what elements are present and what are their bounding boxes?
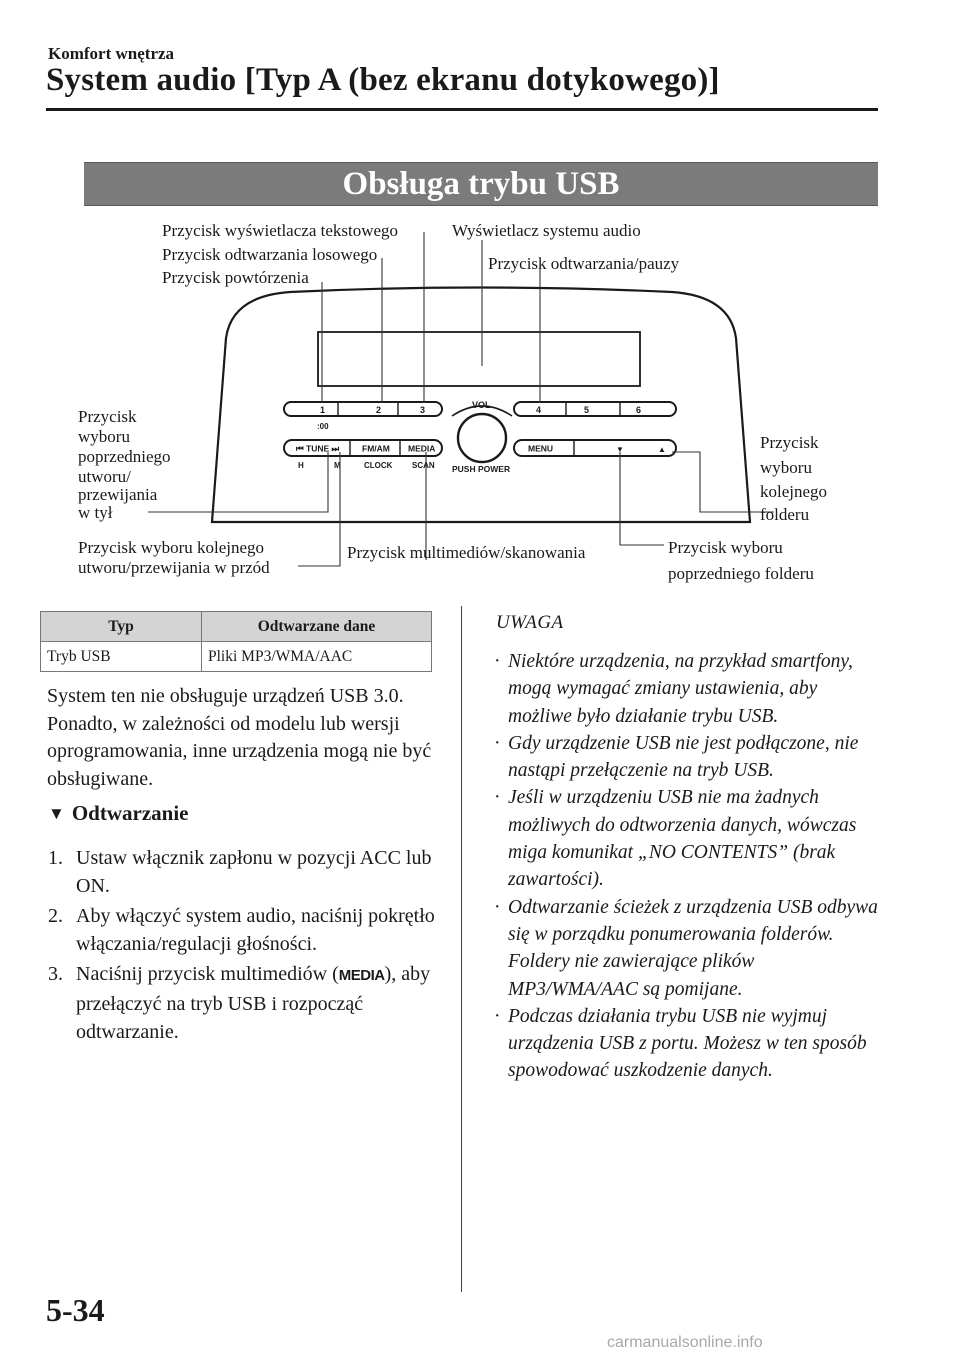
label-prev-folder-line1: Przycisk wyboru <box>668 538 783 557</box>
triangle-down-icon: ▼ <box>48 803 65 823</box>
label-next-folder-line1: Przycisk <box>760 433 819 452</box>
playback-heading-text: Odtwarzanie <box>71 801 189 825</box>
intro-paragraph: System ten nie obsługuje urządzeń USB 3.… <box>47 685 432 790</box>
note-text: Gdy urządzenie USB nie jest podłączone, … <box>508 732 859 782</box>
clock-mark: :00 <box>317 422 329 431</box>
step-number: 2. <box>48 905 63 927</box>
label-next-track-line2: utworu/przewijania w przód <box>78 558 270 577</box>
scan-label: SCAN <box>412 461 435 470</box>
list-item: · Jeśli w urządzeniu USB nie ma żadnych … <box>494 784 884 893</box>
label-prev-track-line4: utworu/ <box>78 467 131 486</box>
usb-data-table: Typ Odtwarzane dane Tryb USB Pliki MP3/W… <box>40 611 432 672</box>
watermark-text: carmanualsonline.info <box>607 1334 763 1351</box>
bullet-icon: · <box>494 651 501 672</box>
note-text: Podczas działania trybu USB nie wyjmuj u… <box>508 1005 867 1082</box>
label-prev-track-line5: przewijania <box>78 485 158 504</box>
header-rule <box>46 108 878 111</box>
label-prev-track-line2: wyboru <box>78 427 130 446</box>
panel-housing <box>210 286 752 524</box>
column-divider <box>461 606 462 1292</box>
note-text: Odtwarzanie ścieżek z urządzenia USB odb… <box>508 896 878 1000</box>
media-button-label: MEDIA <box>408 444 435 454</box>
fm-am-button-label: FM/AM <box>362 444 390 454</box>
audio-panel-diagram: 1 2 3 4 5 6 :00 VOL PUSH POWER ⏮ TUNE ⏭ … <box>78 221 827 583</box>
list-item: 3. Naciśnij przycisk multimediów (MEDIA)… <box>48 960 448 1046</box>
clock-label: CLOCK <box>364 461 393 470</box>
label-prev-track-line6: w tył <box>78 503 113 522</box>
folder-up-arrow: ▲ <box>658 445 666 454</box>
table-header-row: Typ Odtwarzane dane <box>40 611 432 642</box>
section-label: Komfort wnętrza <box>48 44 175 63</box>
vol-label: VOL <box>472 400 491 410</box>
step-text: Naciśnij przycisk multimediów (MEDIA), a… <box>76 960 448 1046</box>
step-text: Ustaw włącznik zapłonu w pozycji ACC lub… <box>76 847 432 897</box>
label-random-button: Przycisk odtwarzania losowego <box>162 245 377 264</box>
volume-knob <box>456 412 508 464</box>
list-item: · Gdy urządzenie USB nie jest podłączone… <box>494 730 884 785</box>
label-repeat-button: Przycisk powtórzenia <box>162 268 309 287</box>
note-list: · Niektóre urządzenia, na przykład smart… <box>494 648 884 1085</box>
preset-1: 1 <box>320 405 325 415</box>
folder-down-arrow: ▼ <box>616 445 624 454</box>
label-prev-track-line3: poprzedniego <box>78 447 171 466</box>
section-banner: Obsługa trybu USB <box>84 162 878 206</box>
menu-button-label: MENU <box>528 444 553 454</box>
note-text: Niektóre urządzenia, na przykład smartfo… <box>508 651 853 727</box>
table-row: Tryb USB Pliki MP3/WMA/AAC <box>40 641 432 672</box>
preset-bar-left <box>283 401 443 417</box>
playback-heading: ▼ Odtwarzanie <box>48 801 188 826</box>
tune-button-label: ⏮ TUNE ⏭ <box>296 444 341 454</box>
step-text: Aby włączyć system audio, naciśnij pokrę… <box>76 905 435 955</box>
step-text-post: ), aby przełączyć na tryb USB i rozpoczą… <box>76 963 431 1043</box>
step-number: 1. <box>48 847 63 869</box>
list-item: 2. Aby włączyć system audio, naciśnij po… <box>48 902 448 958</box>
chapter-title: System audio [Typ A (bez ekranu dotykowe… <box>46 62 720 98</box>
table-cell: Tryb USB <box>40 641 202 672</box>
media-button-icon: MEDIA <box>338 967 385 984</box>
label-text-display-button: Przycisk wyświetlacza tekstowego <box>162 221 398 240</box>
list-item: 1. Ustaw włącznik zapłonu w pozycji ACC … <box>48 844 448 900</box>
push-power-label: PUSH POWER <box>452 464 510 474</box>
list-item: · Podczas działania trybu USB nie wyjmuj… <box>494 1003 884 1085</box>
label-next-folder-line3: kolejnego <box>760 482 827 501</box>
step-number: 3. <box>48 963 63 985</box>
preset-bar-right <box>513 401 677 417</box>
h-label: H <box>298 461 304 470</box>
label-media-scan-button: Przycisk multimediów/skanowania <box>347 543 586 562</box>
label-prev-track-line1: Przycisk <box>78 407 137 426</box>
table-header-type: Typ <box>40 611 202 642</box>
table-header-data: Odtwarzane dane <box>201 611 432 642</box>
bullet-icon: · <box>494 732 501 754</box>
note-text: Jeśli w urządzeniu USB nie ma żadnych mo… <box>508 787 857 891</box>
bullet-icon: · <box>494 787 501 809</box>
label-next-folder-line4: folderu <box>760 505 810 524</box>
preset-2: 2 <box>376 405 381 415</box>
audio-display <box>317 331 641 387</box>
step-text-pre: Naciśnij przycisk multimediów ( <box>76 963 339 985</box>
note-title: UWAGA <box>496 612 564 633</box>
table-cell: Pliki MP3/WMA/AAC <box>201 641 432 672</box>
label-prev-folder-line2: poprzedniego folderu <box>668 564 814 583</box>
list-item: · Odtwarzanie ścieżek z urządzenia USB o… <box>494 894 884 1003</box>
label-next-folder-line2: wyboru <box>760 458 812 477</box>
preset-4: 4 <box>536 405 541 415</box>
preset-3: 3 <box>420 405 425 415</box>
page-number: 5-34 <box>46 1292 105 1328</box>
m-label: M <box>334 461 341 470</box>
label-play-pause-button: Przycisk odtwarzania/pauzy <box>488 254 680 273</box>
label-audio-display: Wyświetlacz systemu audio <box>452 221 641 240</box>
preset-5: 5 <box>584 405 589 415</box>
function-bar-left <box>283 439 443 457</box>
playback-steps: 1. Ustaw włącznik zapłonu w pozycji ACC … <box>48 844 448 1048</box>
label-next-track-line1: Przycisk wyboru kolejnego <box>78 538 264 557</box>
function-bar-right <box>513 439 677 457</box>
bullet-icon: · <box>494 1005 501 1027</box>
bullet-icon: · <box>494 896 501 918</box>
preset-6: 6 <box>636 405 641 415</box>
list-item: · Niektóre urządzenia, na przykład smart… <box>494 648 884 730</box>
